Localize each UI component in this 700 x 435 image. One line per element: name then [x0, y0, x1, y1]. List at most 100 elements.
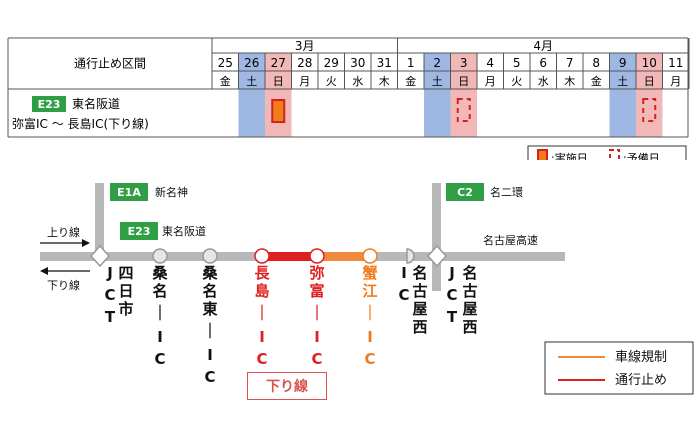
up-arrow-head: [82, 239, 90, 247]
weekend-shade-1: [238, 53, 265, 137]
station-dash: ｜: [152, 304, 167, 322]
day-label: 4: [486, 56, 494, 70]
route-section: 弥富IC ～ 長島IC(下り線): [12, 116, 149, 131]
weekend-shade-15: [609, 53, 636, 137]
weekend-shade-16: [636, 53, 663, 137]
station-dash: ｜: [254, 304, 269, 322]
station-name-char: 桑: [202, 264, 218, 282]
weekday-label: 月: [299, 75, 310, 88]
calendar-legend: [527, 145, 687, 160]
legend-reserve-swatch: [609, 149, 620, 160]
station-name-char: 蟹: [362, 264, 377, 282]
e1a-label: 新名神: [155, 185, 188, 199]
station-name-char: 名: [412, 264, 427, 282]
kuwana-higashi-ic-node: [202, 248, 218, 264]
station-name-char: 西: [412, 318, 427, 336]
weekday-label: 土: [617, 75, 628, 88]
station-dash: ｜: [202, 322, 217, 340]
station-dash: ｜: [362, 304, 377, 322]
legend-reserve-label: :予備日: [623, 152, 660, 160]
day-label: 25: [218, 56, 233, 70]
weekday-label: 金: [405, 74, 416, 88]
day-label: 31: [377, 56, 392, 70]
weekday-label: 水: [538, 75, 549, 88]
station-suffix-char: J: [106, 264, 113, 282]
legend-impl-swatch: [537, 149, 548, 160]
station-name-char: 富: [309, 282, 324, 300]
c2-road: [432, 183, 441, 291]
nagoya-expressway-label: 名古屋高速: [483, 233, 538, 247]
day-label: 27: [271, 56, 286, 70]
station-suffix-char: I: [207, 346, 213, 364]
down-line-label: 下り線: [47, 278, 80, 292]
station-name-char: 古: [462, 282, 477, 300]
station-name-char: 弥: [309, 264, 324, 282]
reserve-day-mark: [456, 98, 471, 122]
day-label: 10: [642, 56, 657, 70]
legend-lane-label: 車線規制: [615, 349, 667, 365]
day-label: 2: [433, 56, 441, 70]
weekday-label: 月: [485, 75, 496, 88]
nagoya-nishi-jct-diamond: [426, 244, 448, 268]
station-name-char: 屋: [412, 300, 427, 318]
month-label-0: 3月: [295, 39, 315, 53]
weekday-label: 月: [670, 75, 681, 88]
day-label: 7: [566, 56, 574, 70]
day-label: 11: [668, 56, 683, 70]
station-name-char: 古: [412, 282, 427, 300]
station-suffix-char: C: [446, 286, 457, 304]
station-name-char: 西: [462, 318, 477, 336]
route-badge-text: E23: [38, 98, 61, 111]
weekday-label: 日: [273, 75, 284, 88]
station-dash: ｜: [309, 304, 324, 322]
station-name-char: 島: [254, 282, 269, 300]
station-suffix-char: C: [154, 350, 165, 368]
station-suffix-char: I: [157, 328, 163, 346]
weekday-label: 金: [591, 74, 602, 88]
station-name-char: 日: [118, 282, 133, 300]
station-name-char: 名: [462, 264, 477, 282]
legend-closure-label: 通行止め: [615, 373, 667, 388]
day-label: 8: [592, 56, 600, 70]
station-name-char: 四: [118, 264, 133, 282]
weekday-label: 日: [458, 75, 469, 88]
nagoya-nishi-ic-node: [406, 248, 415, 264]
station-name-char: 長: [254, 264, 270, 282]
station-name-char: 桑: [152, 264, 168, 282]
yatomi-ic-node: [309, 248, 325, 264]
station-name-char: 名: [152, 282, 167, 300]
day-label: 30: [350, 56, 365, 70]
station-suffix-char: T: [105, 308, 116, 326]
weekend-shade-8: [424, 53, 451, 137]
station-suffix-char: I: [259, 328, 265, 346]
e23-label: 東名阪道: [162, 224, 206, 238]
route-badge: [32, 96, 66, 112]
station-suffix-char: C: [311, 350, 322, 368]
station-suffix-char: C: [364, 350, 375, 368]
e1a-badge: [110, 183, 148, 201]
closure-segment: [262, 252, 317, 261]
map-legend: [544, 341, 694, 395]
reserve-day-mark: [642, 98, 657, 122]
section-header: 通行止め区間: [74, 57, 146, 71]
station-name-char: 市: [118, 300, 133, 318]
legend-impl-label: :実施日: [551, 151, 588, 160]
day-label: 1: [407, 56, 415, 70]
kuwana-ic-node: [152, 248, 168, 264]
station-suffix-char: J: [448, 264, 455, 282]
e23-badge-text: E23: [128, 225, 151, 238]
direction-box: 下り線: [247, 372, 327, 400]
up-line-label: 上り線: [47, 225, 80, 239]
weekday-label: 水: [352, 75, 363, 88]
day-label: 3: [460, 56, 468, 70]
day-label: 29: [324, 56, 339, 70]
station-suffix-char: I: [401, 264, 407, 282]
station-suffix-char: C: [398, 286, 409, 304]
yokkaichi-jct-diamond: [89, 244, 111, 268]
weekday-label: 金: [220, 74, 231, 88]
station-suffix-char: C: [256, 350, 267, 368]
day-label: 9: [619, 56, 627, 70]
e1a-badge-text: E1A: [117, 186, 141, 199]
route-name: 東名阪道: [72, 96, 120, 111]
down-arrow-head: [40, 267, 48, 275]
